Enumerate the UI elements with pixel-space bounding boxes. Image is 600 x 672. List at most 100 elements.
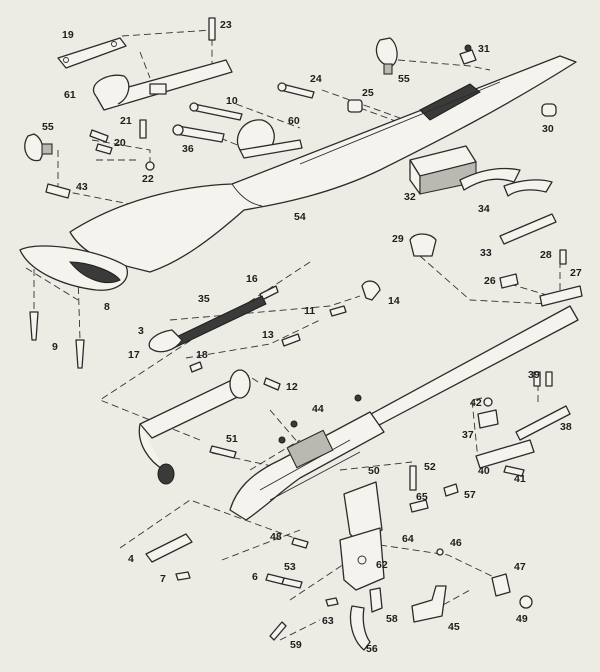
magazine-spring-34: [459, 167, 553, 197]
callout-labels: 19 23 31 61 55 24 25 10 21 60 30 20 36 2…: [42, 19, 582, 655]
callout-11: 11: [304, 305, 315, 317]
spring-65: [409, 499, 429, 513]
callout-44: 44: [312, 403, 324, 415]
callout-52: 52: [424, 461, 436, 473]
callout-53: 53: [284, 561, 296, 573]
screw-10: [189, 102, 243, 121]
callout-65: 65: [416, 491, 428, 503]
buttplate-screws-9: [29, 311, 85, 369]
callout-59: 59: [290, 639, 302, 651]
callout-32: 32: [404, 191, 416, 203]
callout-55-rear: 55: [42, 121, 54, 133]
callout-58: 58: [386, 613, 398, 625]
barrel-band-60: [236, 119, 303, 159]
clip-14: [361, 280, 381, 301]
pin-22: [145, 161, 155, 171]
pin-11: [329, 305, 347, 317]
mainspring-35: [169, 295, 267, 349]
plate-4: [145, 533, 193, 563]
callout-22: 22: [142, 173, 154, 185]
spring-57: [443, 483, 459, 497]
callout-60: 60: [288, 115, 300, 127]
callout-27: 27: [570, 267, 582, 279]
bolt-assembly: [138, 369, 251, 485]
callout-7: 7: [160, 573, 166, 585]
callout-35: 35: [198, 293, 210, 305]
callout-18: 18: [196, 349, 208, 361]
callout-47: 47: [514, 561, 526, 573]
callout-28: 28: [540, 249, 552, 261]
pin-51: [209, 445, 237, 459]
part-58: [369, 587, 383, 613]
callout-8: 8: [104, 301, 110, 313]
part-29: [409, 233, 437, 257]
screw-36: [172, 124, 225, 143]
callout-61: 61: [64, 89, 76, 101]
receiver: [229, 411, 385, 521]
rail-38: [515, 405, 571, 441]
callout-4: 4: [128, 553, 134, 565]
callout-62: 62: [376, 559, 388, 571]
nut-49: [519, 595, 533, 609]
guard-screw-23: [208, 17, 216, 41]
screw-24: [277, 82, 315, 99]
bushing-25: [347, 99, 363, 113]
magazine-box-32: [409, 145, 477, 195]
cocking-piece-3: [148, 329, 183, 353]
barrel: [359, 305, 579, 433]
callout-43: 43: [76, 181, 88, 193]
forend-cap-30: [541, 103, 557, 117]
callout-39: 39: [528, 369, 540, 381]
callout-57: 57: [464, 489, 476, 501]
screws-39: [533, 371, 553, 387]
follower-33: [499, 213, 557, 245]
callout-42: 42: [470, 397, 482, 409]
callout-16: 16: [246, 273, 258, 285]
callout-20: 20: [114, 137, 126, 149]
callout-56: 56: [366, 643, 378, 655]
screw-42: [483, 397, 493, 407]
trigger-56: [349, 605, 371, 651]
callout-14: 14: [388, 295, 400, 307]
sling-swivel-55-front: [375, 37, 398, 75]
callout-30: 30: [542, 123, 554, 135]
callout-41: 41: [514, 473, 526, 485]
callout-6: 6: [252, 571, 258, 583]
floorplate-19: [57, 37, 127, 69]
pin-13: [281, 333, 301, 347]
block-26: [499, 273, 519, 289]
screws-20: [89, 129, 113, 155]
spring-52: [409, 465, 417, 491]
callout-25: 25: [362, 87, 374, 99]
ejector-27: [539, 285, 583, 307]
buttplate-8: [19, 245, 128, 291]
swivel-screw-31: [459, 44, 477, 65]
callout-26: 26: [484, 275, 496, 287]
pin-6: [265, 573, 285, 585]
callout-40: 40: [478, 465, 490, 477]
pin-18: [189, 361, 203, 373]
callout-33: 33: [480, 247, 492, 259]
trigger-guard-61: [93, 59, 233, 111]
pin-59: [269, 621, 287, 641]
swivel-stud-43: [45, 183, 71, 199]
pin-63: [325, 597, 339, 607]
callout-48: 48: [270, 531, 282, 543]
callout-23: 23: [220, 19, 232, 31]
callout-50: 50: [368, 465, 380, 477]
callout-10: 10: [226, 95, 238, 107]
plate-40: [475, 439, 535, 469]
callout-13: 13: [262, 329, 274, 341]
callout-38: 38: [560, 421, 572, 433]
pin-21: [139, 119, 147, 139]
pin-7: [175, 571, 191, 581]
callout-55-front: 55: [398, 73, 410, 85]
callout-54: 54: [294, 211, 306, 223]
callout-49: 49: [516, 613, 528, 625]
callout-63: 63: [322, 615, 334, 627]
part-47: [491, 573, 511, 597]
pin-48: [291, 537, 309, 549]
screws-44: [278, 394, 362, 444]
callout-12: 12: [286, 381, 298, 393]
pin-53: [281, 577, 303, 589]
